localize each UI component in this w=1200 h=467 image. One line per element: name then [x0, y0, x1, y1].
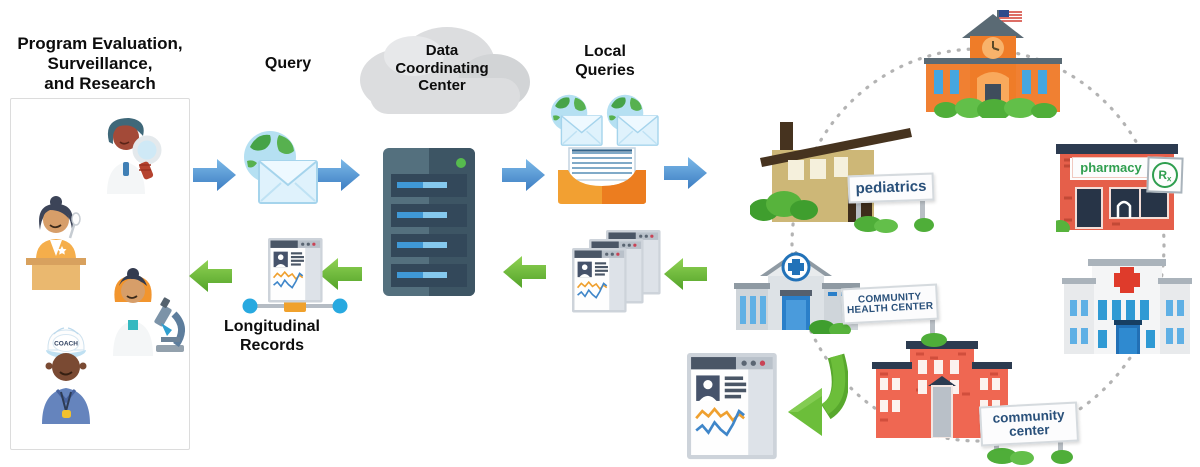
globe-envelope-icon: [243, 130, 318, 204]
coach-cap-text: COACH: [54, 341, 78, 348]
curved-arrow-green-icon: [788, 353, 848, 436]
globe-envelope-icon-small-1: [550, 94, 603, 146]
document-inbox-tray-icon: [558, 147, 646, 204]
hospital-icon: [1062, 259, 1192, 354]
pediatrics-sign: pediatrics: [847, 172, 935, 204]
arrow-right-blue-3: [502, 159, 545, 191]
arrow-left-green-4: [189, 260, 232, 292]
longitudinal-records-label: Longitudinal Records: [224, 318, 320, 354]
pediatrics-sign-posts: [854, 200, 934, 233]
patient-record-chart-icon: [686, 352, 778, 460]
coach-icon: COACH: [42, 327, 90, 424]
speaker-podium-icon: [26, 196, 86, 290]
community-health-center-sign: COMMUNITY HEALTH CENTER: [841, 283, 939, 325]
school-icon: [924, 10, 1062, 118]
local-queries-label: Local Queries: [575, 43, 635, 79]
chc-sign-post: [921, 318, 947, 347]
community-center-sign: community center: [979, 401, 1079, 447]
community-center-sign-posts: [987, 440, 1073, 465]
longitudinal-record-network-icon: [242, 238, 348, 314]
arrow-right-blue-2: [317, 159, 360, 191]
globe-envelope-icon-small-2: [606, 94, 659, 146]
arrow-left-green-1: [664, 258, 707, 290]
program-panel-title: Program Evaluation, Surveillance, and Re…: [17, 34, 183, 94]
rx-sub: x: [1166, 173, 1172, 183]
arrow-left-green-2: [503, 256, 546, 288]
community-health-center-icon: [734, 251, 860, 334]
pediatrics-house-icon: [750, 122, 912, 222]
dcc-label: Data Coordinating Center: [395, 42, 489, 95]
query-label: Query: [264, 55, 312, 72]
scientist-microscope-icon: [113, 268, 185, 356]
pharmacy-sign: pharmacy: [1072, 157, 1150, 178]
server-rack-icon: [383, 148, 475, 296]
arrow-right-blue-4: [664, 157, 707, 189]
cloud-icon: [360, 27, 530, 114]
stacked-patient-records-icon: [572, 230, 662, 314]
researcher-magnifier-icon: [107, 118, 162, 194]
arrow-right-blue-1: [193, 159, 236, 191]
